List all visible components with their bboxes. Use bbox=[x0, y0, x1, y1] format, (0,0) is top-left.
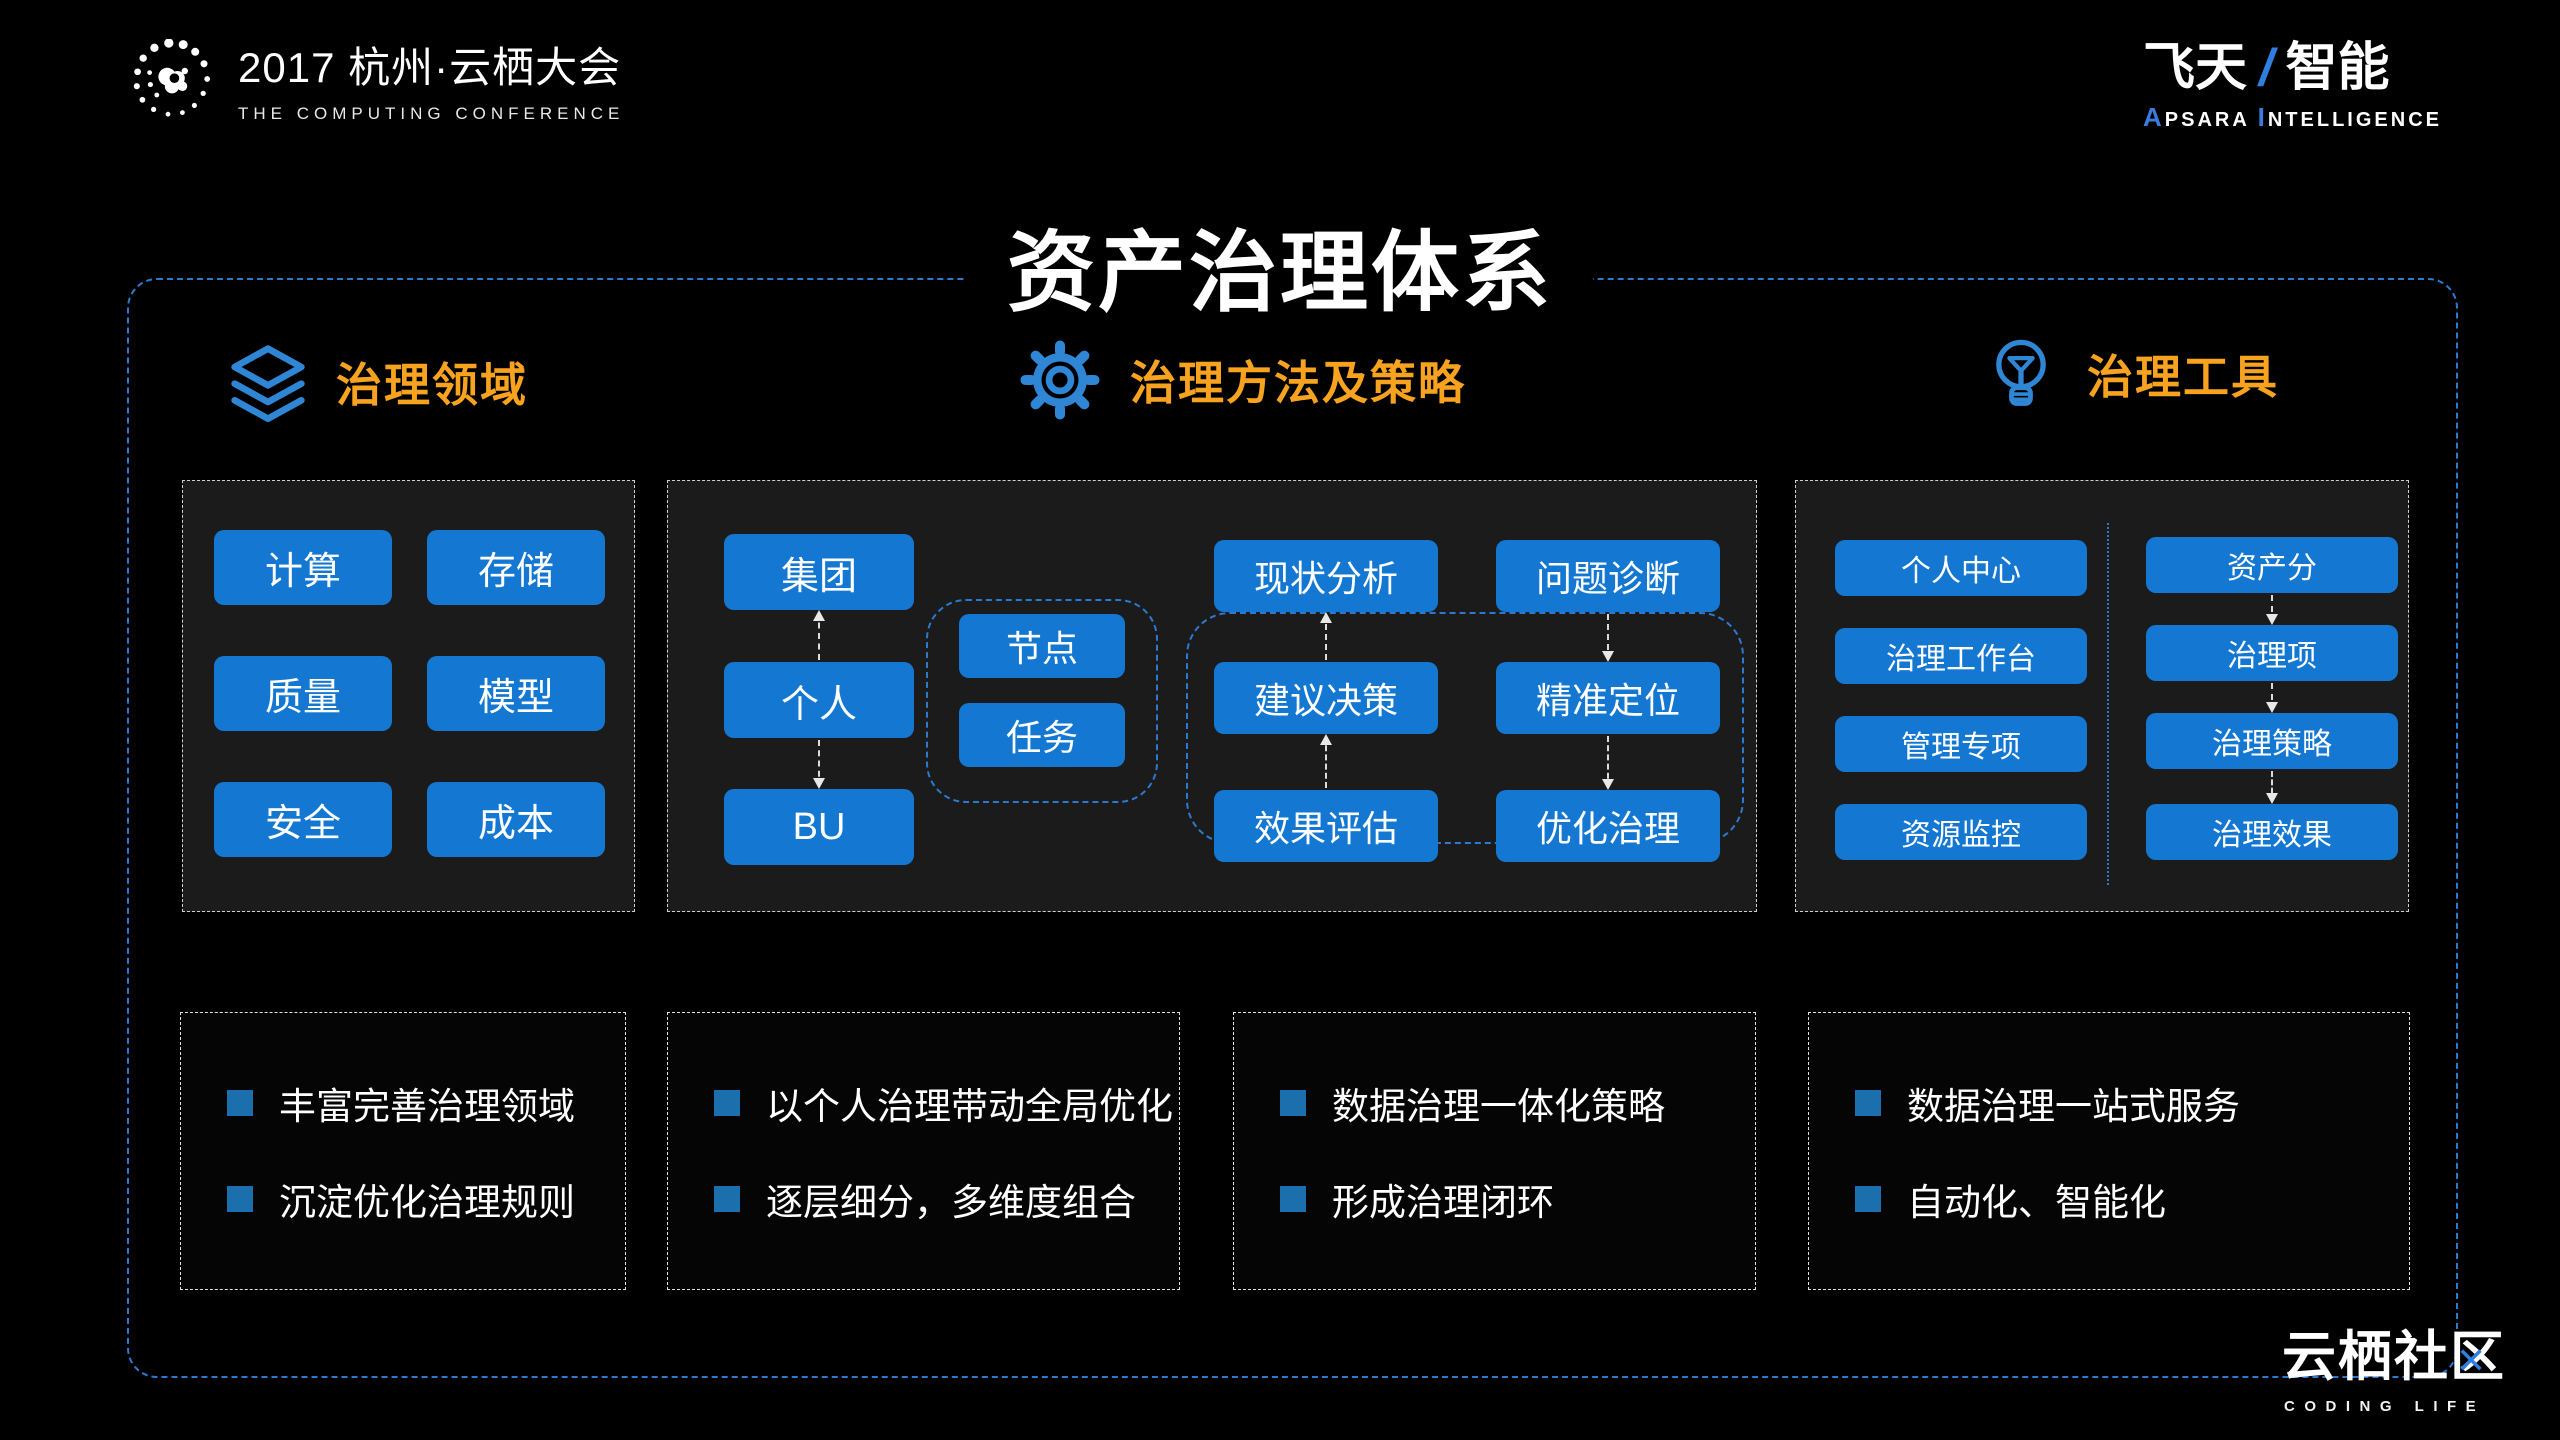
panel-domains: 计算 存储 质量 模型 安全 成本 bbox=[182, 480, 635, 912]
tool-box-governance-item: 治理项 bbox=[2146, 625, 2398, 681]
note-item: 数据治理一站式服务 bbox=[1855, 1076, 2409, 1130]
brand-en: APSARA INTELLIGENCE bbox=[2143, 104, 2442, 130]
arrow-up-left-2 bbox=[1320, 734, 1332, 788]
note-text: 以个人治理带动全局优化 bbox=[766, 1086, 1173, 1127]
arrow-up-left-1 bbox=[1320, 612, 1332, 660]
bullet-square-icon bbox=[1280, 1090, 1306, 1116]
note-item: 形成治理闭环 bbox=[1280, 1172, 1755, 1226]
loop-box-problem-diagnosis: 问题诊断 bbox=[1496, 540, 1720, 612]
tool-box-governance-workbench: 治理工作台 bbox=[1835, 628, 2087, 684]
arrow-down-tools-2 bbox=[2266, 683, 2278, 713]
tool-box-governance-effect: 治理效果 bbox=[2146, 804, 2398, 860]
note-text: 数据治理一站式服务 bbox=[1907, 1086, 2240, 1127]
note-box-tools: 数据治理一站式服务 自动化、智能化 bbox=[1808, 1012, 2410, 1290]
conference-text: 2017 杭州·云栖大会 THE COMPUTING CONFERENCE bbox=[238, 34, 624, 124]
bullet-square-icon bbox=[1855, 1090, 1881, 1116]
community-logo: 云栖社区 bbox=[2282, 1327, 2506, 1387]
arrow-down-right-2 bbox=[1602, 736, 1614, 790]
brand-en-rest2: NTELLIGENCE bbox=[2267, 109, 2442, 131]
loop-box-effect-evaluation: 效果评估 bbox=[1214, 790, 1438, 862]
section-header-tools: 治理工具 bbox=[1983, 336, 2279, 412]
domain-box-security: 安全 bbox=[214, 782, 392, 857]
note-box-domains: 丰富完善治理领域 沉淀优化治理规则 bbox=[180, 1012, 626, 1290]
tool-box-resource-monitor: 资源监控 bbox=[1835, 804, 2087, 860]
bullet-square-icon bbox=[227, 1090, 253, 1116]
conference-subtitle: THE COMPUTING CONFERENCE bbox=[238, 104, 625, 123]
arrow-down-tools-3 bbox=[2266, 771, 2278, 804]
brand-cn-left: 飞天 bbox=[2143, 39, 2248, 97]
loop-box-optimize-governance: 优化治理 bbox=[1496, 790, 1720, 862]
tool-box-personal-center: 个人中心 bbox=[1835, 540, 2087, 596]
apsara-brand-logo: 飞天 / 智能 APSARA INTELLIGENCE bbox=[2143, 42, 2442, 130]
note-item: 丰富完善治理领域 bbox=[227, 1076, 625, 1130]
arrow-up-group bbox=[813, 610, 825, 660]
note-item: 沉淀优化治理规则 bbox=[227, 1172, 625, 1226]
org-box-bu: BU bbox=[724, 789, 914, 865]
node-box-node: 节点 bbox=[959, 614, 1125, 678]
note-box-strategy: 数据治理一体化策略 形成治理闭环 bbox=[1233, 1012, 1756, 1290]
slash-icon: / bbox=[2259, 39, 2274, 97]
org-box-group: 集团 bbox=[724, 534, 914, 610]
note-text: 形成治理闭环 bbox=[1332, 1182, 1554, 1223]
page-title: 资产治理体系 bbox=[966, 222, 1594, 324]
brand-en-initial-a: A bbox=[2143, 102, 2165, 132]
note-item: 自动化、智能化 bbox=[1855, 1172, 2409, 1226]
note-item: 以个人治理带动全局优化 bbox=[714, 1076, 1179, 1130]
tools-divider bbox=[2107, 523, 2109, 885]
loop-box-status-analysis: 现状分析 bbox=[1214, 540, 1438, 612]
note-item: 数据治理一体化策略 bbox=[1280, 1076, 1755, 1130]
node-task-group-border bbox=[926, 599, 1158, 803]
conference-logo: 2017 杭州·云栖大会 THE COMPUTING CONFERENCE bbox=[132, 34, 624, 124]
globe-dots-icon bbox=[132, 39, 212, 119]
note-text: 自动化、智能化 bbox=[1907, 1182, 2166, 1223]
note-box-methods: 以个人治理带动全局优化 逐层细分，多维度组合 bbox=[667, 1012, 1180, 1290]
note-text: 逐层细分，多维度组合 bbox=[766, 1182, 1136, 1223]
brand-cn: 飞天 / 智能 bbox=[2143, 42, 2442, 94]
section-label-methods: 治理方法及策略 bbox=[1130, 357, 1466, 409]
loop-box-suggestion-decision: 建议决策 bbox=[1214, 662, 1438, 734]
conference-title: 2017 杭州·云栖大会 bbox=[238, 44, 622, 91]
section-header-methods: 治理方法及策略 bbox=[1018, 338, 1466, 422]
bullet-square-icon bbox=[1855, 1186, 1881, 1212]
note-text: 丰富完善治理领域 bbox=[279, 1086, 575, 1127]
note-text: 沉淀优化治理规则 bbox=[279, 1182, 575, 1223]
domain-box-storage: 存储 bbox=[427, 530, 605, 605]
bullet-square-icon bbox=[714, 1186, 740, 1212]
tool-box-governance-strategy: 治理策略 bbox=[2146, 713, 2398, 769]
brand-cn-right: 智能 bbox=[2285, 39, 2390, 97]
section-label-domains: 治理领域 bbox=[336, 359, 528, 411]
panel-tools: 个人中心 治理工作台 管理专项 资源监控 资产分 治理项 治理策略 治理效果 bbox=[1795, 480, 2409, 912]
tool-box-asset-score: 资产分 bbox=[2146, 537, 2398, 593]
arrow-down-bu bbox=[813, 740, 825, 789]
gear-icon bbox=[1018, 338, 1102, 422]
layers-icon bbox=[228, 342, 308, 422]
arrow-down-right-1 bbox=[1602, 614, 1614, 662]
note-text: 数据治理一体化策略 bbox=[1332, 1086, 1665, 1127]
domain-box-quality: 质量 bbox=[214, 656, 392, 731]
bullet-square-icon bbox=[714, 1090, 740, 1116]
panel-methods: 集团 个人 BU 节点 任务 现状分析 建议决策 效果评估 问题诊断 精准定位 … bbox=[667, 480, 1757, 912]
domain-box-cost: 成本 bbox=[427, 782, 605, 857]
bullet-square-icon bbox=[1280, 1186, 1306, 1212]
bullet-square-icon bbox=[227, 1186, 253, 1212]
section-header-domains: 治理领域 bbox=[228, 342, 528, 422]
governance-loop-border bbox=[1186, 612, 1744, 844]
loop-box-precise-location: 精准定位 bbox=[1496, 662, 1720, 734]
node-box-task: 任务 bbox=[959, 703, 1125, 767]
bulb-icon bbox=[1983, 336, 2059, 412]
note-item: 逐层细分，多维度组合 bbox=[714, 1172, 1179, 1226]
community-tagline: CODING LIFE bbox=[2284, 1398, 2486, 1415]
org-box-individual: 个人 bbox=[724, 662, 914, 738]
arrow-down-tools-1 bbox=[2266, 595, 2278, 625]
domain-box-model: 模型 bbox=[427, 656, 605, 731]
brand-en-initial-i: I bbox=[2257, 102, 2268, 132]
tool-box-management-special: 管理专项 bbox=[1835, 716, 2087, 772]
section-label-tools: 治理工具 bbox=[2087, 351, 2279, 403]
x-icon: ✕ bbox=[2456, 1340, 2487, 1381]
domain-box-compute: 计算 bbox=[214, 530, 392, 605]
brand-en-rest1: PSARA bbox=[2164, 109, 2250, 131]
